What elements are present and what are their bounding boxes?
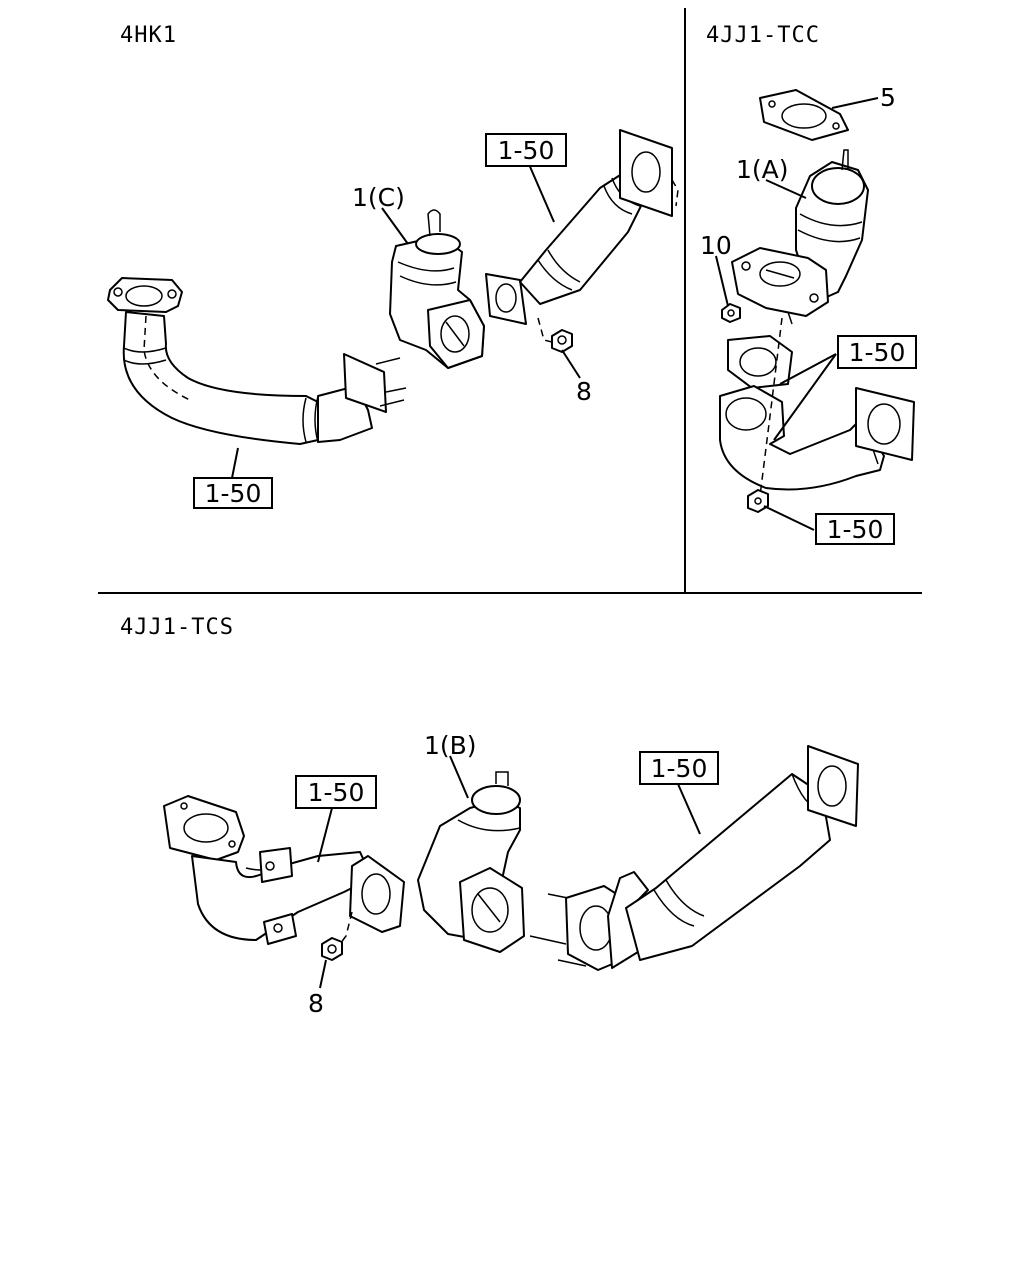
hk1-ref-upper: 1-50 <box>498 136 555 165</box>
hk1-ref-box-upper <box>485 133 567 167</box>
hk1-catalytic-converter <box>485 129 679 325</box>
hk1-ref-lower: 1-50 <box>205 479 262 508</box>
hk1-leader-1c <box>381 207 409 245</box>
tcc-nut-10 <box>721 303 741 323</box>
hk1-leader-lower <box>231 447 239 479</box>
tcc-gasket-lower <box>727 335 793 389</box>
tcs-ref-box-left <box>295 775 377 809</box>
tcs-leader-8 <box>319 959 327 989</box>
tcs-ref-right: 1-50 <box>651 754 708 783</box>
tcc-leader-5 <box>831 97 879 109</box>
tcs-front-pipe <box>163 795 405 945</box>
hk1-ref-box-lower <box>193 477 273 509</box>
tcc-ref-box-mid <box>837 335 917 369</box>
tcs-part-8: 8 <box>308 989 324 1018</box>
tcc-leader-mid-b <box>773 353 837 441</box>
tcc-ref-box-low <box>815 513 895 545</box>
tcs-catalytic-converter <box>529 745 859 971</box>
tcs-ref-left: 1-50 <box>308 778 365 807</box>
tcc-gasket-5 <box>759 89 849 141</box>
hk1-leader-upper <box>527 161 555 223</box>
tcc-part-1a: 1(A) <box>736 155 789 184</box>
section-title-4hk1: 4HK1 <box>120 23 177 48</box>
tcs-nut-8 <box>321 911 353 961</box>
hk1-leader-8 <box>561 349 581 379</box>
tcs-leader-left <box>317 807 333 863</box>
tcc-part-5: 5 <box>880 83 896 112</box>
tcc-leader-mid-a <box>779 353 837 385</box>
tcc-leader-low <box>763 505 815 531</box>
section-title-4jj1-tcs: 4JJ1-TCS <box>120 615 234 640</box>
tcc-leader-10 <box>715 255 729 307</box>
tcc-ref-mid: 1-50 <box>849 338 906 367</box>
hk1-part-1c: 1(C) <box>352 183 405 212</box>
tcc-leader-1a <box>765 179 807 199</box>
hk1-exhaust-brake-1c <box>389 209 485 369</box>
tcc-part-10: 10 <box>700 231 732 260</box>
tcc-ref-low: 1-50 <box>827 515 884 544</box>
section-title-4jj1-tcc: 4JJ1-TCC <box>706 23 820 48</box>
tcc-exhaust-brake-1a <box>731 149 869 325</box>
tcs-leader-1b <box>449 755 469 799</box>
tcs-exhaust-brake-1b <box>417 771 525 953</box>
hk1-part-8: 8 <box>576 377 592 406</box>
tcc-front-pipe <box>719 317 915 513</box>
tcs-ref-box-right <box>639 751 719 785</box>
hk1-nut-8 <box>537 317 573 353</box>
tcs-leader-right <box>677 783 701 835</box>
tcs-part-1b: 1(B) <box>424 731 477 760</box>
hk1-front-pipe <box>107 277 407 445</box>
